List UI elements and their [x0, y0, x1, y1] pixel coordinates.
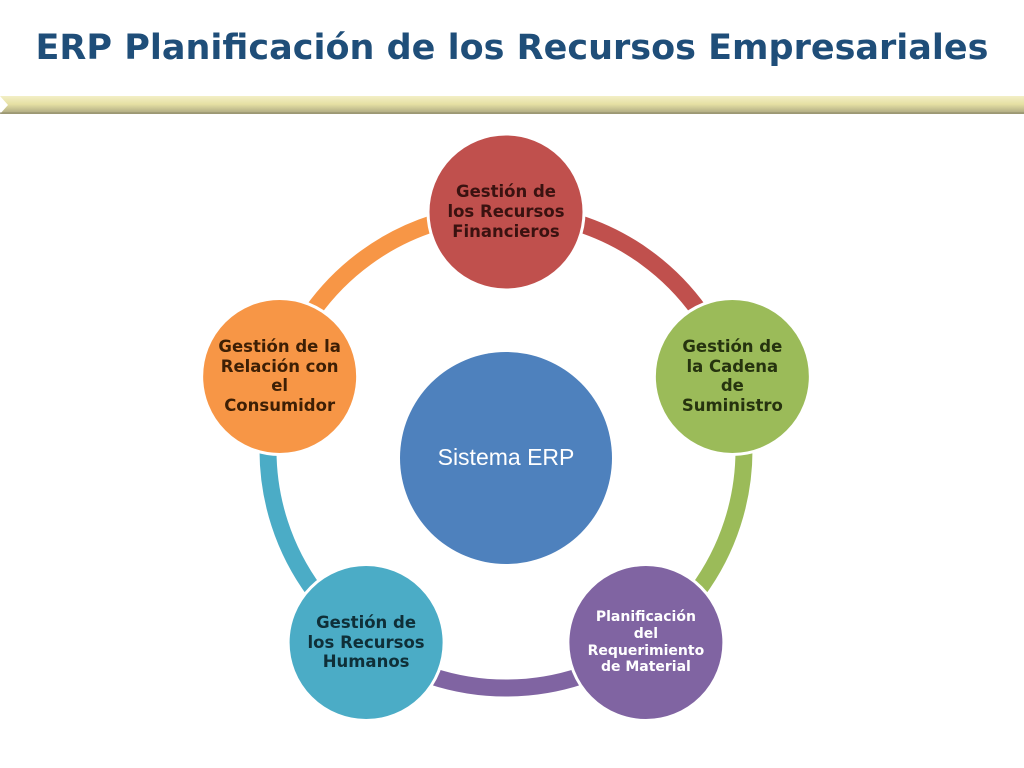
title-divider-bar — [0, 96, 1024, 114]
node-circles — [200, 132, 812, 723]
node-label-finance: Gestión de los Recursos Financieros — [447, 182, 565, 241]
node-label-supply: Gestión de la Cadena de Suministro — [681, 336, 783, 416]
node-circle-supply — [652, 296, 812, 456]
node-circle-hr — [286, 563, 446, 723]
node-label-crm: Gestión de la Relación con el Consumidor — [218, 336, 341, 416]
center-label: Sistema ERP — [437, 444, 575, 471]
node-label-hr: Gestión de los Recursos Humanos — [307, 612, 425, 672]
node-circle-finance — [426, 132, 586, 292]
node-label-mrp: Planificación del Requerimiento de Mater… — [587, 608, 705, 676]
center-circle — [400, 352, 612, 564]
node-circle-crm — [200, 296, 360, 456]
page-title: ERP Planificación de los Recursos Empres… — [35, 28, 989, 68]
node-circle-mrp — [566, 563, 726, 723]
